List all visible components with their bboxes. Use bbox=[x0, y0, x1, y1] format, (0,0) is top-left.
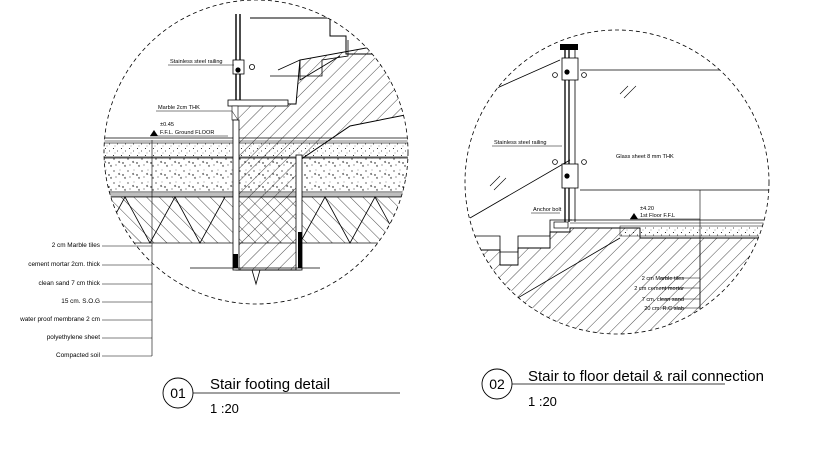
layer-item: cement mortar 2cm. thick bbox=[28, 261, 101, 268]
layer-item: Compacted soil bbox=[56, 352, 100, 359]
detail-2-layer-list: 2 cm Marble tiles 2 cm cement mortar 7 c… bbox=[634, 240, 701, 312]
detail-scale: 1 :20 bbox=[210, 401, 239, 416]
layer-item: 20 cm. R.C slab bbox=[644, 306, 684, 312]
level-name: F.F.L. Ground FLOOR bbox=[160, 130, 214, 136]
detail-1-section bbox=[104, 14, 408, 286]
railing-label: Stainless steel railing bbox=[494, 140, 547, 146]
detail-2-section bbox=[469, 44, 769, 334]
layer-item: water proof membrane 2 cm bbox=[19, 316, 100, 323]
railing-label: Stainless steel railing bbox=[170, 59, 223, 65]
detail-2-title-block: 02 Stair to floor detail & rail connecti… bbox=[481, 368, 764, 409]
detail-number: 01 bbox=[170, 385, 186, 401]
anchor-label: Anchor bolt bbox=[533, 207, 562, 213]
marble-label: Marble 2cm THK bbox=[158, 105, 200, 111]
level-value: ±4.20 bbox=[640, 206, 654, 212]
layer-item: 2 cm Marble tiles bbox=[642, 276, 684, 282]
glass-label: Glass sheet 8 mm THK bbox=[616, 154, 674, 160]
detail-title: Stair footing detail bbox=[210, 376, 330, 393]
level-value: ±0.45 bbox=[160, 122, 174, 128]
layer-item: 15 cm. S.O.G bbox=[61, 298, 100, 305]
detail-title: Stair to floor detail & rail connection bbox=[528, 368, 764, 385]
level-name: 1st Floor F.F.L bbox=[640, 213, 675, 219]
detail-1-layer-list: 2 cm Marble tiles cement mortar 2cm. thi… bbox=[19, 140, 153, 359]
layer-item: 7 cm. clean sand bbox=[642, 297, 684, 303]
detail-number: 02 bbox=[489, 376, 505, 392]
layer-item: polyethylene sheet bbox=[47, 334, 101, 341]
detail-scale: 1 :20 bbox=[528, 394, 557, 409]
detail-1: Stainless steel railing Marble 2cm THK ±… bbox=[19, 0, 409, 416]
detail-2: Stainless steel railing Glass sheet 8 mm… bbox=[464, 29, 770, 409]
layer-item: 2 cm cement mortar bbox=[634, 286, 684, 292]
layer-item: clean sand 7 cm thick bbox=[39, 280, 101, 287]
layer-item: 2 cm Marble tiles bbox=[52, 242, 100, 249]
detail-1-callouts: Stainless steel railing Marble 2cm THK ±… bbox=[150, 59, 239, 137]
detail-2-callouts: Stainless steel railing Glass sheet 8 mm… bbox=[492, 140, 700, 220]
detail-1-title-block: 01 Stair footing detail 1 :20 bbox=[162, 376, 400, 416]
